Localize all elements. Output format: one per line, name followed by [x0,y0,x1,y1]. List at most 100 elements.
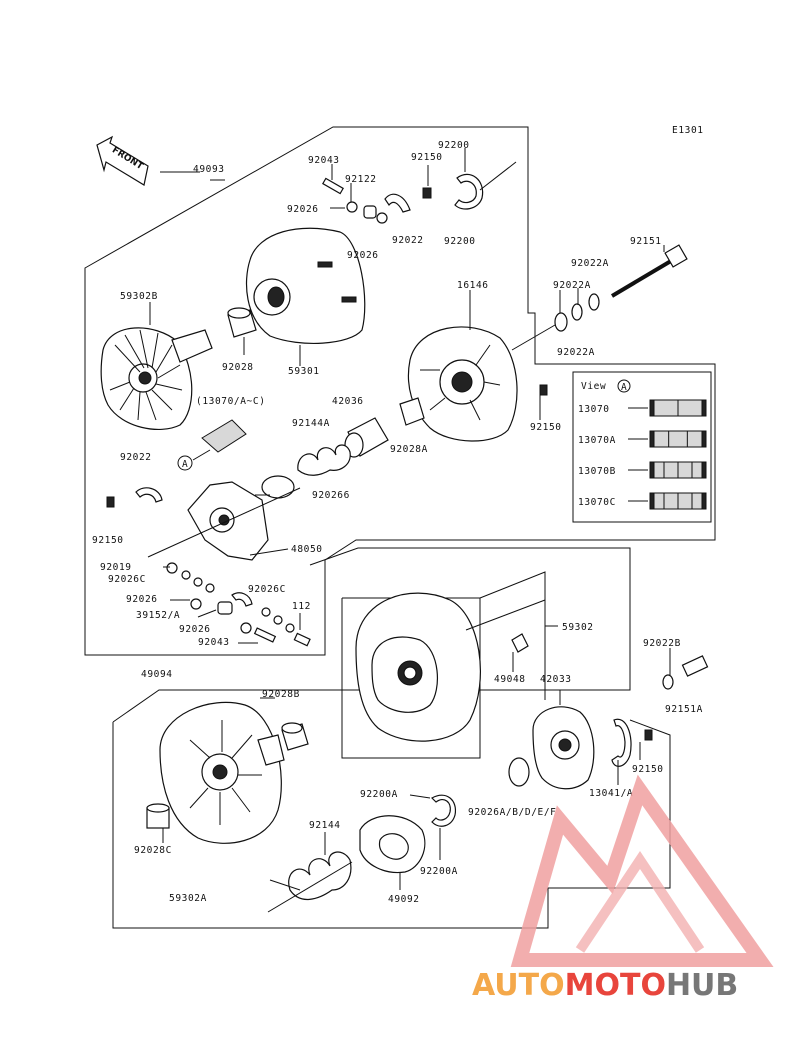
part-92151-bolt [610,244,688,298]
part-label: 92019 [100,562,132,573]
part-label: 92200 [444,236,476,247]
part-label: 92026 [126,594,158,605]
part-label: 92200 [438,140,470,151]
view-a-item-label: 13070B [578,466,616,477]
part-label: 92026A/B/D/E/F [468,807,556,818]
roller-icon [649,430,707,448]
part-label: 92028 [222,362,254,373]
part-label: 92022 [120,452,152,463]
part-label: 92026C [108,574,146,585]
part-92028b-bushing [281,722,309,751]
view-a-marker: A [621,382,627,393]
part-label: 92026 [287,204,319,215]
part-label: 92022A [553,280,591,291]
part-label: 49092 [388,894,420,905]
part-42036-sleeve [344,417,389,458]
part-label: 92151 [630,236,662,247]
part-92200-snapring-top [454,173,484,210]
part-label: 92200A [360,789,398,800]
part-13070-roller [201,419,247,453]
part-label: 920266 [312,490,350,501]
part-92028a-bushing [399,397,425,426]
part-49092-cam [359,815,426,874]
part-92022a-washer-1 [554,312,568,332]
part-59302-sheave [355,592,481,742]
part-label: 92144A [292,418,330,429]
part-label: 16146 [457,280,489,291]
part-92150-bolt-mid [539,384,548,396]
part-16146-spider [407,326,518,442]
view-a-box [572,371,712,523]
part-92022-clip-top [384,193,411,213]
part-label: 39152/A [136,610,180,621]
part-label: 92028B [262,689,300,700]
part-92150-bolt-top [422,187,432,199]
part-92151a-bolt [681,655,709,677]
part-59302b-fan [100,327,213,431]
part-label: 92150 [92,535,124,546]
part-label: 92151A [665,704,703,715]
automotohub-watermark: AUTOMOTOHUB [472,774,774,1003]
view-a-item-label: 13070 [578,404,610,415]
part-label: 92026 [179,624,211,635]
part-label: 92122 [345,174,377,185]
callout-a-marker: A [182,459,188,470]
part-92150-bolt-left [106,496,115,508]
part-label: 42033 [540,674,572,685]
view-a-title: View [581,381,606,392]
view-a-rollers: 13070 13070A 13070B 13070C [578,399,707,510]
view-a-item-label: 13070C [578,497,616,508]
part-92022a-washer-2 [571,303,583,321]
part-49094-sheave [159,701,285,844]
part-label: 59302A [169,893,207,904]
part-label: 92026 [347,250,379,261]
part-label: 92150 [411,152,443,163]
part-label: 92026C [248,584,286,595]
diagram-code: E1301 [672,125,704,136]
front-arrow-icon: FRONT [96,135,149,186]
part-92150-bolt-right [644,729,653,741]
watermark-auto: AUTO [472,968,565,1003]
part-92028-bushing [227,307,257,338]
part-label: 59302B [120,291,158,302]
part-112-bolt [293,632,311,647]
watermark-moto: MOTO [565,968,666,1003]
part-label: 92028C [134,845,172,856]
watermark-hub: HUB [666,968,738,1003]
part-label: 92022A [571,258,609,269]
part-92022b-washer [662,674,674,690]
part-label: 92022A [557,347,595,358]
part-92144a-spring [297,444,351,476]
part-92026a-ring [508,757,530,787]
part-label: 92144 [309,820,341,831]
part-label: 92028A [390,444,428,455]
part-label: 92043 [198,637,230,648]
leader-lines [149,148,671,891]
part-label: 48050 [291,544,323,555]
svg-text:AUTOMOTOHUB: AUTOMOTOHUB [472,968,738,1003]
view-a-item-label: 13070A [578,435,616,446]
part-label: 112 [292,601,311,612]
lower-assembly-outline [112,547,671,929]
part-label: 92022 [392,235,424,246]
part-label: 92043 [308,155,340,166]
part-label: 92150 [632,764,664,775]
part-92200a-ring [431,794,457,827]
watermark-logo-icon [510,774,774,967]
part-label: 49048 [494,674,526,685]
callout-a-circle [177,455,193,471]
part-label: 49093 [193,164,225,175]
part-92022-clip-left [135,487,163,503]
part-92028c-bushing [146,803,170,829]
part-92022a-washer-3 [588,293,600,311]
part-49048-slider [511,633,529,653]
upper-assembly-outline [84,126,716,656]
part-label: 59302 [562,622,594,633]
part-92043-pin-top [322,177,344,195]
part-label: 59301 [288,366,320,377]
part-92122-roller [363,205,377,219]
part-13041-ring [611,718,632,767]
part-39152-roller [217,601,233,615]
part-label: 92022B [643,638,681,649]
